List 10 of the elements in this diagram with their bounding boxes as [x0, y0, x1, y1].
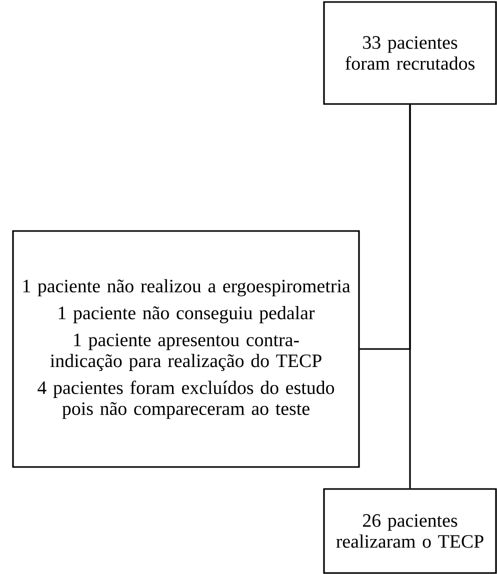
body-text: 26 pacientes realizaram o TECP: [336, 514, 484, 548]
body-text: 1 paciente apresentou contra-indicação para realização do TECP: [50, 334, 322, 372]
text-box: [12, 230, 360, 468]
connector-line: [360, 104, 411, 350]
body-text: 1 paciente não realizou a ergoespirometria: [23, 279, 350, 296]
text-box: [323, 1, 497, 105]
text-box: [323, 488, 497, 574]
body-text: 33 pacientes foram recrutados: [345, 36, 474, 70]
body-text: 4 pacientes foram excluídos do estudo pois não compareceram ao teste: [38, 380, 334, 419]
body-text: 1 paciente não conseguiu pedalar: [58, 306, 315, 324]
